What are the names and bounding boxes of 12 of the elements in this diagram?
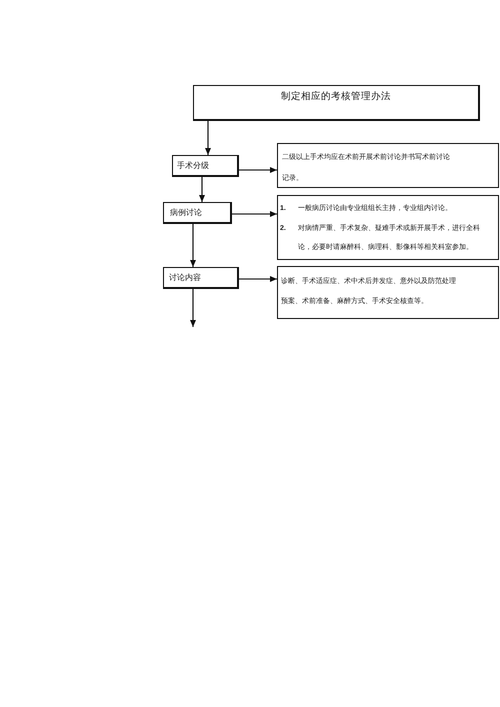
arrow	[190, 289, 196, 327]
arrow	[199, 177, 205, 202]
arrow	[205, 121, 211, 155]
process-box: 病例讨论	[163, 202, 232, 224]
process-box: 制定相应的考核管理办法	[193, 85, 480, 121]
note-box	[277, 195, 499, 260]
arrow	[232, 211, 277, 217]
arrow	[239, 167, 277, 173]
arrow	[190, 224, 196, 267]
process-box: 手术分级	[172, 155, 239, 177]
arrow	[239, 276, 277, 282]
process-box: 讨论内容	[163, 267, 239, 289]
